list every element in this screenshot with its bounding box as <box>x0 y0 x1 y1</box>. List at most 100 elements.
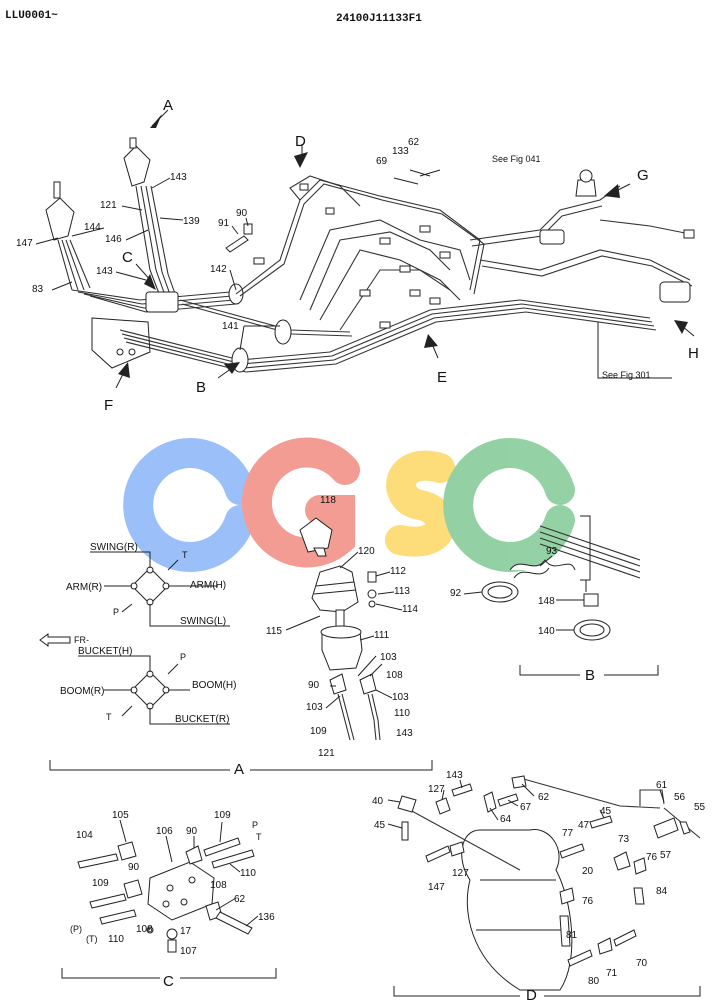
block-106 <box>147 861 215 921</box>
part-callout: 143 <box>96 266 113 277</box>
watermark-c1 <box>123 438 255 572</box>
part-callout: 127 <box>452 868 469 879</box>
part-callout: 84 <box>656 886 668 897</box>
label-port-t-top: T <box>182 550 188 560</box>
part-callout: 109 <box>92 878 109 889</box>
detail-c: 105 104 106 90 109 110 109 90 108 62 136… <box>61 810 277 990</box>
part-callout: 47 <box>578 820 590 831</box>
label-swing-l: SWING(L) <box>180 616 226 627</box>
label-boom-r: BOOM(R) <box>60 686 104 697</box>
main-callouts: 143 121 139 146 147 144 83 143 90 91 142… <box>16 137 420 351</box>
part-callout: 115 <box>266 626 282 637</box>
ref-fig301: See Fig 301 <box>602 370 651 380</box>
right-joystick <box>123 137 169 275</box>
part-callout: 108 <box>386 670 403 681</box>
label-port-p-top: P <box>113 607 119 617</box>
view-letter-c: C <box>122 249 133 266</box>
part-callout: 91 <box>218 218 230 229</box>
part-callout: 67 <box>520 802 532 813</box>
grip-118 <box>299 517 333 553</box>
bolt-112 <box>367 571 377 583</box>
part-callout: 76 <box>646 852 658 863</box>
doc-code-left: LLU0001~ <box>5 10 58 22</box>
part-callout: 20 <box>582 866 594 877</box>
part-callout: 90 <box>128 862 140 873</box>
part-callout: 90 <box>308 680 320 691</box>
grommet-141b <box>274 319 292 345</box>
part-callout: 45 <box>600 806 612 817</box>
watermark <box>123 437 575 572</box>
part-callout: 61 <box>656 780 668 791</box>
label-port-p-bottom: P <box>180 652 186 662</box>
detail-d: 143 40 127 45 67 62 64 45 61 56 55 77 47… <box>372 770 706 1000</box>
part-callout: 148 <box>538 596 555 607</box>
part-callout: 111 <box>374 630 390 641</box>
part-callout: 146 <box>105 234 122 245</box>
part-callout: 90 <box>236 208 248 219</box>
part-callout: 104 <box>76 830 93 841</box>
part-callout: 109 <box>214 810 231 821</box>
bracket-f <box>91 317 151 369</box>
part-callout: 64 <box>500 814 512 825</box>
part-callout: (T) <box>86 934 98 944</box>
swivel-joint-body <box>461 829 573 991</box>
part-callout: (P) <box>70 924 82 934</box>
part-callout: 147 <box>16 238 33 249</box>
plate-148 <box>583 593 599 607</box>
boot-120 <box>311 565 359 613</box>
part-callout: 106 <box>156 826 173 837</box>
caption-d: D <box>526 987 537 1000</box>
view-letter-f: F <box>104 397 113 414</box>
part-callout: 133 <box>392 146 409 157</box>
part-callout: 142 <box>210 264 227 275</box>
part-callout: 127 <box>428 784 445 795</box>
label-port-t-bottom: T <box>106 712 112 722</box>
part-callout: 120 <box>358 546 375 557</box>
part-callout: 57 <box>660 850 672 861</box>
part-callout: 109 <box>310 726 327 737</box>
part-callout: 107 <box>180 946 197 957</box>
part-callout: 77 <box>562 828 574 839</box>
part-callout: 136 <box>258 912 275 923</box>
part-callout: 70 <box>636 958 648 969</box>
part-callout: 92 <box>450 588 462 599</box>
part-callout: 103 <box>380 652 397 663</box>
shuttle-valve-c <box>145 291 179 313</box>
part-callout: 71 <box>606 968 618 979</box>
label-front: FR- <box>74 635 89 645</box>
part-callout: 17 <box>180 926 192 937</box>
label-arm-h: ARM(H) <box>190 580 226 591</box>
part-callout: 143 <box>170 172 187 183</box>
part-callout: 62 <box>408 137 420 148</box>
part-callout: 81 <box>566 930 578 941</box>
valve-h <box>659 281 691 303</box>
part-callout: 62 <box>538 792 550 803</box>
part-callout: 55 <box>694 802 706 813</box>
part-callout: 105 <box>112 810 129 821</box>
doc-code-center: 24100J11133F1 <box>336 13 422 25</box>
caption-c: C <box>163 973 174 990</box>
part-callout: 121 <box>318 748 335 759</box>
part-callout: 141 <box>222 321 239 332</box>
part-callout: 121 <box>100 200 117 211</box>
part-callout: 80 <box>588 976 600 987</box>
caption-b: B <box>585 667 595 684</box>
part-callout: P <box>252 820 258 830</box>
part-callout: 62 <box>234 894 246 905</box>
part-callout: 143 <box>446 770 463 781</box>
view-letter-d: D <box>295 133 306 150</box>
part-callout: 110 <box>394 708 410 719</box>
part-callout: 69 <box>376 156 388 167</box>
view-letter-a: A <box>163 97 173 114</box>
label-arm-r: ARM(R) <box>66 582 102 593</box>
part-callout: 114 <box>402 604 418 615</box>
view-letter-b: B <box>196 379 206 396</box>
part-callout: 45 <box>374 820 386 831</box>
part-callout: 40 <box>372 796 384 807</box>
watermark-c2 <box>443 438 575 572</box>
main-view <box>45 137 695 379</box>
part-callout: 90 <box>186 826 198 837</box>
left-joystick <box>45 181 91 291</box>
front-arrow <box>39 633 71 647</box>
